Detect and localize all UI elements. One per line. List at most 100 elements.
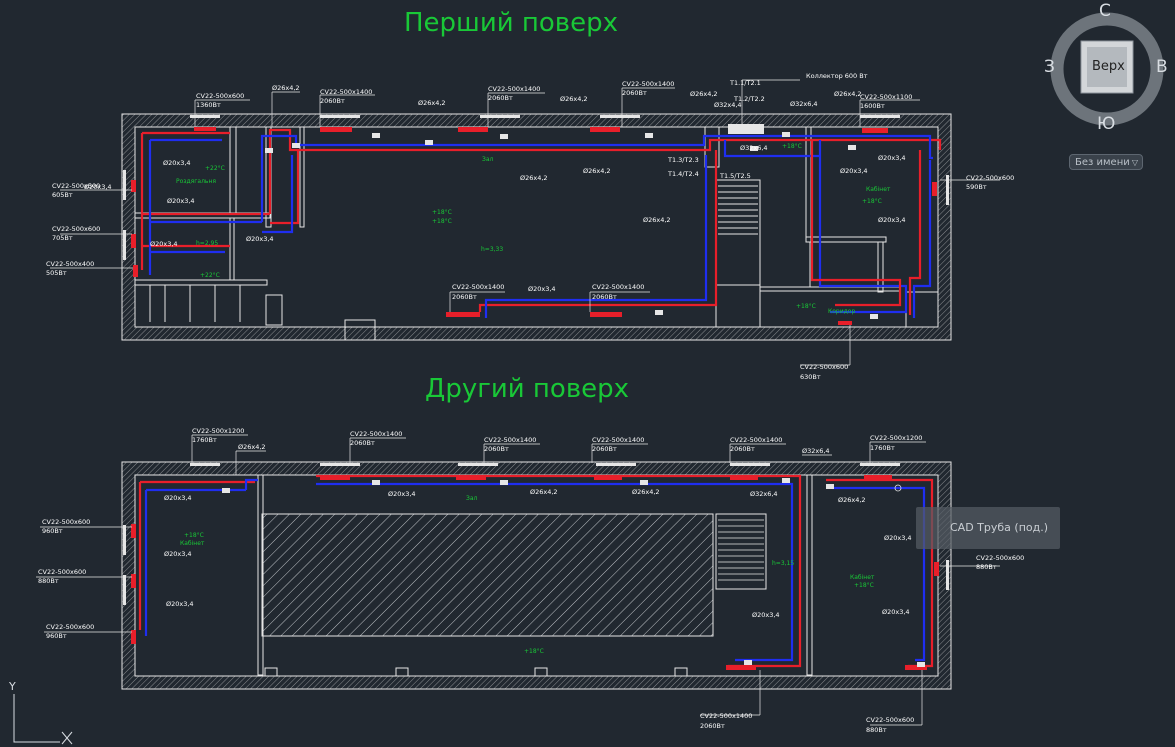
room-height: h=2,95 [196,240,218,247]
radiator-label: CV22-500x500 [52,182,100,190]
pipe-label: Ø20x3,4 [246,235,274,243]
radiator-label: CV22-500x600 [966,174,1014,182]
room-temp: +18°C [862,198,882,205]
pipe-label: Ø20x3,4 [84,183,112,191]
first-floor-plan: CV22-500x600 1360Вт Ø26x4,2 CV22-500x140… [46,72,1014,381]
radiator-power: 2060Вт [488,94,513,102]
radiator-power: 1600Вт [860,102,885,110]
second-floor-annotations: CV22-500x1200 1760Вт Ø26x4,2 CV22-500x14… [38,427,1024,734]
room-temp: +18°C [796,303,816,310]
room-temp: +18°C [782,143,802,150]
pipe-label: Ø26x4,2 [418,99,446,107]
room-name: Кабінет [180,540,205,547]
named-view-dropdown[interactable]: Без имени ▽ [1069,154,1143,170]
pipe-label: Ø20x3,4 [878,154,906,162]
radiator-power: 1360Вт [196,101,221,109]
viewcube-north[interactable]: С [1099,1,1111,21]
pipe-label: Ø20x3,4 [388,490,416,498]
pipe-label: Ø20x3,4 [164,494,192,502]
pipe-label: Ø26x4,2 [690,90,718,98]
pipe-label: Ø26x4,2 [838,496,866,504]
radiator-label: CV22-500x600 [866,716,914,724]
radiator-power: 505Вт [46,269,67,277]
room-temp: +18°C [432,209,452,216]
pipe-label: Ø26x4,2 [632,488,660,496]
pipe-label: Ø26x4,2 [834,90,862,98]
pipe-label: Ø32x4,4 [714,101,742,109]
pipe-label: Ø20x3,4 [528,285,556,293]
radiator-power: 630Вт [800,373,821,381]
radiator-power: 2060Вт [320,97,345,105]
pipe-label: Ø20x3,4 [167,197,195,205]
pipe-label: Ø26x4,2 [560,95,588,103]
riser-label: T1.5/T2.5 [719,172,751,180]
radiator-power: 880Вт [866,726,887,734]
room-name: Кабінет [866,186,891,193]
pipe-label: Ø20x3,4 [882,608,910,616]
radiator-label: CV22-500x1200 [870,434,922,442]
room-temp: +18°C [854,582,874,589]
pipe-label: Ø20x3,4 [166,600,194,608]
first-floor-title: Перший поверх [404,8,619,38]
radiator-label: CV22-500x1400 [592,283,644,291]
riser-label: T1.3/T2.3 [667,156,699,164]
second-floor-plan: CV22-500x1200 1760Вт Ø26x4,2 CV22-500x14… [36,427,1024,734]
radiator-label: CV22-500x1400 [488,85,540,93]
radiator-power: 960Вт [46,632,67,640]
viewcube-ring[interactable] [1046,8,1168,130]
pipe-label: Ø20x3,4 [164,550,192,558]
pipe-label: Ø32x6,4 [750,490,778,498]
room-temp: +18°C [432,218,452,225]
radiator-label: CV22-500x1400 [350,430,402,438]
viewcube-top-face[interactable]: Верх [1092,59,1125,74]
second-floor-title: Другий поверх [425,374,630,404]
room-height: h=3,33 [481,246,503,253]
radiator-label: CV22-500x600 [42,518,90,526]
viewcube-south[interactable]: Ю [1097,114,1116,134]
radiator-power: 880Вт [38,577,59,585]
radiator-power: 1760Вт [192,436,217,444]
radiator-label: CV22-500x1400 [730,436,782,444]
radiator-label: CV22-500x1400 [700,712,752,720]
ucs-icon [13,694,73,745]
radiator-label: CV22-500x400 [46,260,94,268]
pipe-label: Ø26x4,2 [520,174,548,182]
viewcube-west[interactable]: З [1044,57,1055,77]
riser-label: T1.4/T2.4 [667,170,699,178]
radiator-label: CV22-500x1400 [320,88,372,96]
ucs-y-label: Y [8,680,16,693]
radiator-power: 960Вт [42,527,63,535]
hover-tooltip: CAD Труба (под.) [916,507,1060,549]
first-floor-annotations: CV22-500x600 1360Вт Ø26x4,2 CV22-500x140… [46,72,1014,381]
room-temp: +22°C [205,165,225,172]
radiator-power: 2060Вт [622,89,647,97]
radiator-power: 2060Вт [700,722,725,730]
pipe-label: Ø26x4,2 [272,84,300,92]
radiator-label: CV22-500x1400 [592,436,644,444]
radiator-label: CV22-500x600 [196,92,244,100]
radiator-label: CV22-500x1200 [192,427,244,435]
radiator-label: CV22-500x600 [52,225,100,233]
collector-label: Коллектор 600 Вт [806,72,868,80]
pipe-label: Ø20x3,4 [840,167,868,175]
radiator-power: 2060Вт [350,439,375,447]
room-temp: +18°C [524,648,544,655]
radiator-label: CV22-500x1400 [622,80,674,88]
pipe-label: Ø20x3,4 [163,159,191,167]
pipe-label: Ø20x3,4 [884,534,912,542]
radiator-power: 2060Вт [592,445,617,453]
riser-label: T1.2/T2.2 [733,95,765,103]
pipe-label: Ø26x4,2 [643,216,671,224]
pipe-label: Ø26x4,2 [583,167,611,175]
radiator-power: 605Вт [52,191,73,199]
pipe-label: Ø20x3,4 [878,216,906,224]
riser-label: T1.1/T2.1 [729,79,761,87]
radiator-label: CV22-500x1400 [484,436,536,444]
room-name: Зал [466,495,478,502]
chevron-down-icon: ▽ [1131,158,1138,167]
viewcube[interactable]: С З В Ю Верх [1044,1,1168,134]
pipe-label: Ø20x3,4 [150,240,178,248]
viewcube-east[interactable]: В [1156,57,1168,77]
radiator-power: 705Вт [52,234,73,242]
